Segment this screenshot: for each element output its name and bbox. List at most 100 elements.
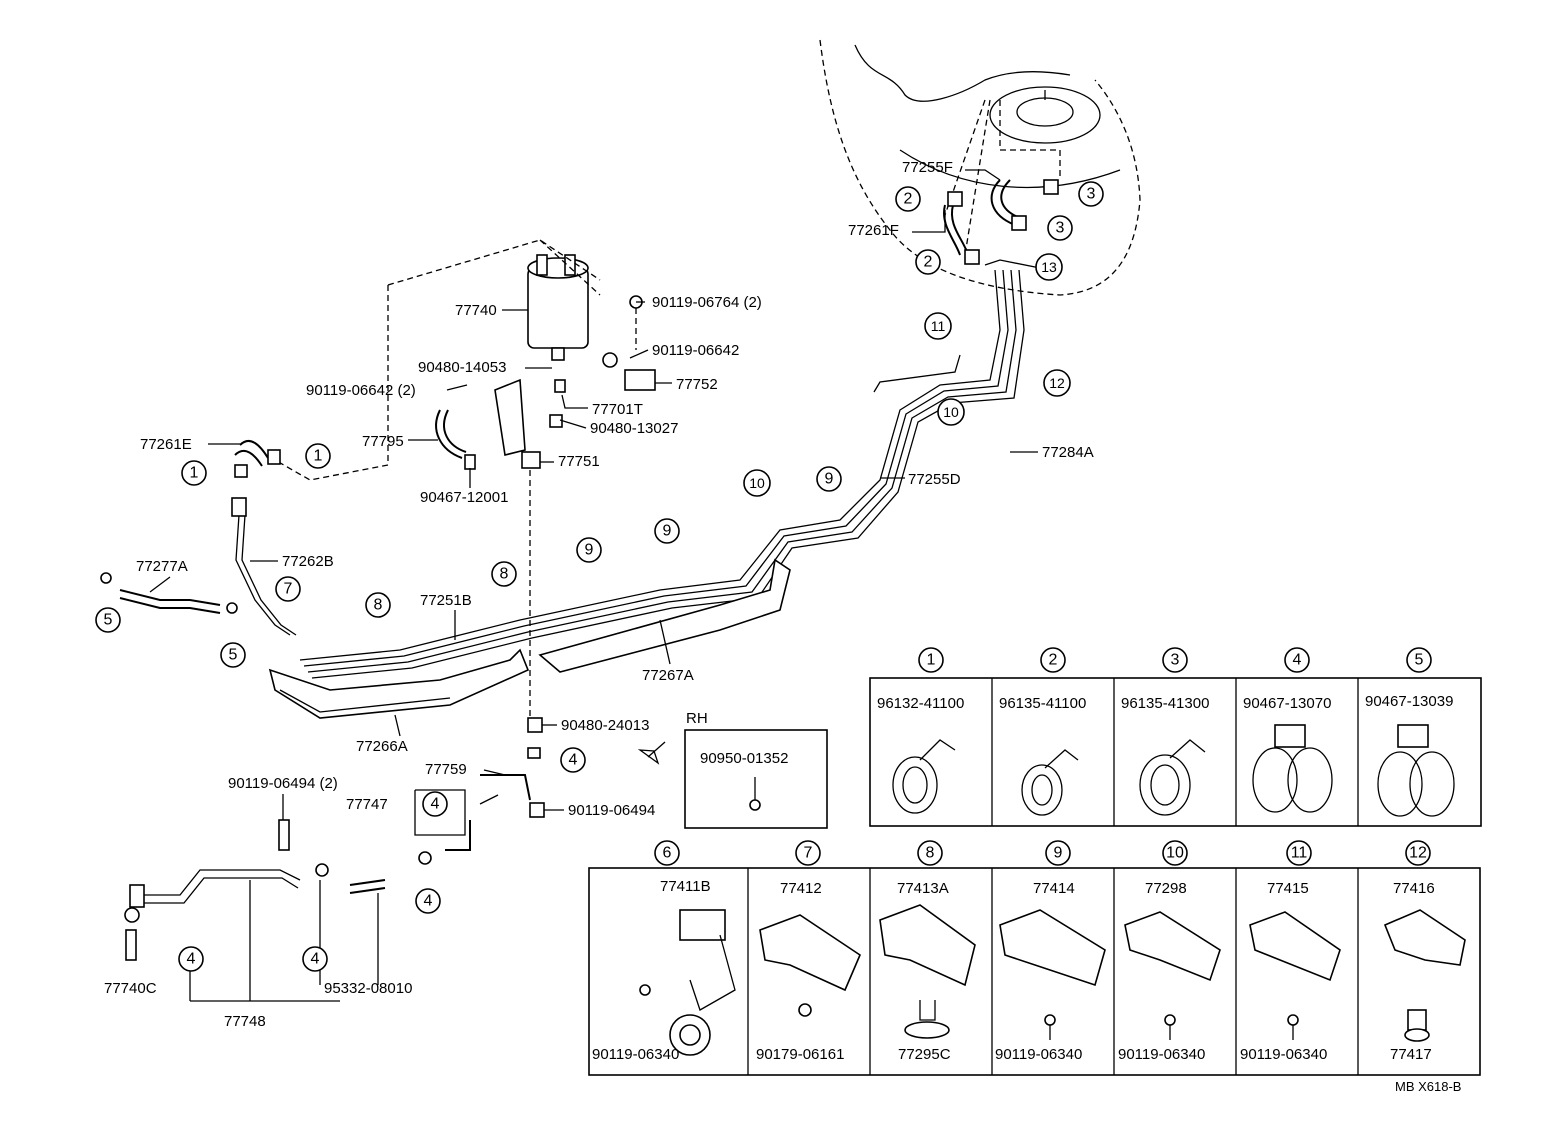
svg-text:12: 12 xyxy=(1049,375,1065,391)
svg-text:77417: 77417 xyxy=(1390,1046,1432,1063)
clip-11: 11 77415 90119-06340 xyxy=(1240,840,1341,1063)
clip-1: 1 96132-41100 xyxy=(877,647,964,814)
callout-8b: 8 xyxy=(365,592,391,618)
label-77261E: 77261E xyxy=(140,436,192,453)
svg-text:9: 9 xyxy=(663,523,672,540)
label-90950-01352: 90950-01352 xyxy=(700,750,788,767)
label-90119-06494: 90119-06494 xyxy=(568,802,655,819)
svg-text:77412: 77412 xyxy=(780,880,822,897)
svg-text:4: 4 xyxy=(569,752,578,769)
svg-text:90119-06340: 90119-06340 xyxy=(592,1046,679,1063)
svg-text:77416: 77416 xyxy=(1393,880,1435,897)
svg-text:77414: 77414 xyxy=(1033,880,1075,897)
label-90480-24013: 90480-24013 xyxy=(561,717,649,734)
svg-text:10: 10 xyxy=(943,404,959,420)
svg-text:2: 2 xyxy=(904,191,913,208)
callout-3a: 3 xyxy=(1078,181,1104,207)
label-95332-08010: 95332-08010 xyxy=(324,980,412,997)
callout-11: 11 xyxy=(924,312,952,340)
clip-7: 7 77412 90179-06161 xyxy=(756,840,861,1063)
rh-inset xyxy=(637,729,828,829)
callout-3b: 3 xyxy=(1047,215,1073,241)
callout-1a: 1 xyxy=(305,443,331,469)
svg-text:10: 10 xyxy=(1166,845,1184,862)
svg-text:90119-06340: 90119-06340 xyxy=(1118,1046,1205,1063)
clip-5: 5 90467-13039 xyxy=(1365,647,1455,817)
callout-9b: 9 xyxy=(654,518,680,544)
svg-text:90179-06161: 90179-06161 xyxy=(756,1046,844,1063)
callout-5a: 5 xyxy=(95,607,121,633)
label-90467-12001: 90467-12001 xyxy=(420,489,508,506)
svg-text:13: 13 xyxy=(1041,259,1057,275)
svg-text:4: 4 xyxy=(1293,652,1302,669)
svg-text:90467-13070: 90467-13070 xyxy=(1243,695,1331,712)
label-90119-06642-x2: 90119-06642 (2) xyxy=(306,382,416,399)
svg-text:10: 10 xyxy=(749,475,765,491)
svg-text:8: 8 xyxy=(926,845,935,862)
svg-text:90119-06340: 90119-06340 xyxy=(1240,1046,1327,1063)
svg-text:90467-13039: 90467-13039 xyxy=(1365,693,1453,710)
diagram-code: MB X618-B xyxy=(1395,1079,1461,1094)
main-fuel-lines xyxy=(299,269,1025,679)
callout-10a: 10 xyxy=(937,398,965,426)
label-77266A: 77266A xyxy=(356,738,408,755)
svg-text:5: 5 xyxy=(1415,652,1424,669)
svg-text:3: 3 xyxy=(1171,652,1180,669)
label-77751: 77751 xyxy=(558,453,600,470)
label-90480-14053: 90480-14053 xyxy=(418,359,506,376)
label-77747: 77747 xyxy=(346,796,388,813)
clip-10: 10 77298 90119-06340 xyxy=(1118,840,1221,1063)
svg-text:9: 9 xyxy=(585,542,594,559)
svg-text:1: 1 xyxy=(314,448,323,465)
svg-text:5: 5 xyxy=(229,647,238,664)
label-rh: RH xyxy=(686,710,708,727)
clip-12: 12 77416 77417 xyxy=(1383,840,1466,1063)
label-77701T: 77701T xyxy=(592,401,643,418)
callout-7: 7 xyxy=(275,576,301,602)
svg-text:4: 4 xyxy=(311,951,320,968)
callout-5b: 5 xyxy=(220,642,246,668)
svg-text:9: 9 xyxy=(1054,845,1063,862)
label-77795: 77795 xyxy=(362,433,404,450)
svg-text:3: 3 xyxy=(1087,186,1096,203)
label-77748: 77748 xyxy=(224,1013,266,1030)
label-77261F: 77261F xyxy=(848,222,899,239)
label-77752: 77752 xyxy=(676,376,718,393)
clip-2: 2 96135-41100 xyxy=(999,647,1086,816)
callout-1b: 1 xyxy=(181,460,207,486)
callout-4a: 4 xyxy=(560,747,586,773)
svg-text:7: 7 xyxy=(284,581,293,598)
svg-text:96132-41100: 96132-41100 xyxy=(877,695,964,712)
clip-9: 9 77414 90119-06340 xyxy=(995,840,1106,1063)
svg-text:77295C: 77295C xyxy=(898,1046,951,1063)
svg-text:8: 8 xyxy=(500,566,509,583)
label-77251B: 77251B xyxy=(420,592,472,609)
label-90480-13027: 90480-13027 xyxy=(590,420,678,437)
svg-text:4: 4 xyxy=(431,796,440,813)
left-side-hoses xyxy=(100,439,297,636)
label-77277A: 77277A xyxy=(136,558,188,575)
callout-4d: 4 xyxy=(178,946,204,972)
leader-lines xyxy=(149,169,1038,1002)
svg-text:8: 8 xyxy=(374,597,383,614)
label-90119-06642: 90119-06642 xyxy=(652,342,739,359)
clip-8: 8 77413A 77295C xyxy=(879,840,976,1063)
svg-text:77413A: 77413A xyxy=(897,880,949,897)
label-77740: 77740 xyxy=(455,302,497,319)
callout-4b: 4 xyxy=(422,791,448,817)
label-90119-06494-x2: 90119-06494 (2) xyxy=(228,775,338,792)
svg-text:2: 2 xyxy=(924,254,933,271)
callout-circles: 1 1 2 2 3 3 13 11 12 10 10 9 9 9 8 8 7 5… xyxy=(95,181,1104,972)
svg-text:12: 12 xyxy=(1409,845,1427,862)
label-90119-06764: 90119-06764 (2) xyxy=(652,294,762,311)
svg-text:7: 7 xyxy=(804,845,813,862)
svg-text:96135-41100: 96135-41100 xyxy=(999,695,1086,712)
svg-text:77411B: 77411B xyxy=(660,878,711,895)
svg-text:4: 4 xyxy=(424,893,433,910)
svg-text:5: 5 xyxy=(104,612,113,629)
callout-13: 13 xyxy=(1035,253,1063,281)
callout-4c: 4 xyxy=(415,888,441,914)
svg-text:11: 11 xyxy=(931,318,946,334)
label-77740C: 77740C xyxy=(104,980,157,997)
